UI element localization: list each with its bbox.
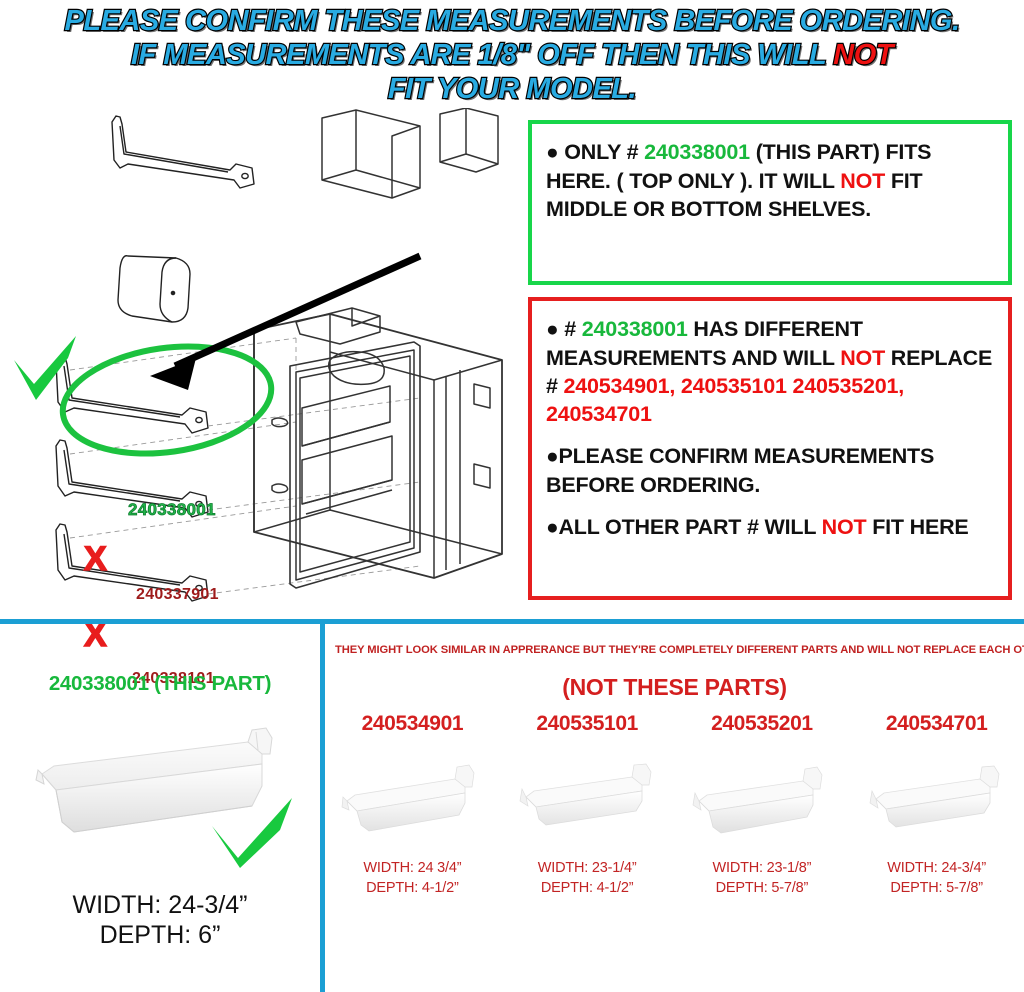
part-number-2: 240535101 bbox=[536, 712, 638, 735]
part-width-4: WIDTH: 24-3/4” bbox=[887, 860, 986, 876]
red-green-part-number: 240338001 bbox=[581, 317, 688, 341]
red-incompatible-parts: 240534901, 240535101 240535201, 24053470… bbox=[546, 374, 905, 426]
this-part-title: 240338001 (THIS PART) bbox=[48, 672, 272, 695]
green-check-icon bbox=[14, 336, 76, 400]
red-confirm-text: PLEASE CONFIRM MEASUREMENTS BEFORE ORDER… bbox=[546, 444, 935, 497]
part-dims-4: WIDTH: 24-3/4” DEPTH: 5-7/8” bbox=[849, 858, 1024, 898]
part-label-no-2: 240338101 bbox=[132, 670, 215, 687]
part-number-1: 240534901 bbox=[361, 712, 464, 735]
red-text-3: ALL OTHER PART # WILL bbox=[558, 515, 822, 539]
part-depth-4: DEPTH: 5-7/8” bbox=[890, 880, 983, 896]
part-column-3: 240535201 WIDTH: 23-1/8” DEPTH: 5-7/8” bbox=[675, 712, 850, 898]
part-width-1: WIDTH: 24 3/4” bbox=[363, 860, 462, 876]
red-hash: # bbox=[558, 317, 582, 341]
part-photo-4 bbox=[849, 736, 1024, 858]
this-part-dimensions: WIDTH: 24-3/4” DEPTH: 6” bbox=[0, 890, 320, 950]
part-width-2: WIDTH: 23-1/4” bbox=[537, 860, 637, 876]
green-text-2: (THIS PART) FITS HERE. ( TOP ONLY ). IT … bbox=[546, 140, 932, 193]
red-not-emphasis-1: NOT bbox=[840, 346, 886, 370]
pointer-arrow bbox=[150, 252, 422, 390]
red-callout-box: ● # 240338001 HAS DIFFERENT MEASUREMENTS… bbox=[528, 297, 1012, 600]
horizontal-divider bbox=[0, 619, 1024, 624]
green-text-1: ONLY # bbox=[558, 140, 645, 164]
red-text-2: REPLACE # bbox=[546, 346, 993, 398]
bullet-icon: ● bbox=[546, 318, 559, 341]
bullet-icon: ● bbox=[546, 141, 559, 164]
part-column-4: 240534701 WIDTH: 24-3/4” DEPTH: 5-7/8” bbox=[849, 712, 1024, 898]
part-depth-2: DEPTH: 4-1/2” bbox=[540, 880, 634, 896]
not-these-parts-title: (NOT THESE PARTS) bbox=[562, 674, 787, 700]
part-number-4: 240534701 bbox=[885, 712, 988, 735]
this-part-photo bbox=[35, 727, 273, 833]
red-bullet-1: ● # 240338001 HAS DIFFERENT MEASUREMENTS… bbox=[546, 315, 998, 428]
red-text-1: HAS DIFFERENT MEASUREMENTS AND WILL bbox=[546, 317, 863, 370]
warning-header: PLEASE CONFIRM THESE MEASUREMENTS BEFORE… bbox=[0, 0, 1024, 112]
green-not-emphasis: NOT bbox=[840, 169, 886, 193]
part-dims-2: WIDTH: 23-1/4” DEPTH: 4-1/2” bbox=[500, 858, 675, 898]
part-depth-3: DEPTH: 5-7/8” bbox=[715, 880, 809, 896]
x-mark-icon-1: X bbox=[83, 539, 107, 579]
part-column-1: 240534901 WIDTH: 24 3/4” DEPTH: 4-1/2” bbox=[325, 712, 500, 898]
green-highlight-ellipse bbox=[59, 343, 275, 457]
part-dims-3: WIDTH: 23-1/8” DEPTH: 5-7/8” bbox=[675, 858, 850, 898]
green-part-number: 240338001 bbox=[644, 140, 750, 164]
part-photo-2 bbox=[500, 736, 675, 858]
green-check-icon bbox=[212, 798, 292, 868]
similar-appearance-note: THEY MIGHT LOOK SIMILAR IN APPRERANCE BU… bbox=[335, 644, 1024, 656]
vertical-divider bbox=[320, 619, 325, 992]
red-not-emphasis-2: NOT bbox=[821, 515, 867, 539]
part-column-2: 240535101 WIDTH: 23-1/4” DEPTH: 4-1/2” bbox=[500, 712, 675, 898]
diagram-svg bbox=[14, 108, 503, 602]
part-depth-1: DEPTH: 4-1/2” bbox=[366, 880, 459, 896]
bullet-icon: ● bbox=[546, 445, 559, 468]
this-part-width: WIDTH: 24-3/4” bbox=[72, 891, 248, 919]
incompatible-parts-row: 240534901 WIDTH: 24 3/4” DEPTH: 4-1/2” 2… bbox=[325, 712, 1024, 898]
header-line-1: PLEASE CONFIRM THESE MEASUREMENTS BEFORE… bbox=[63, 4, 961, 37]
header-not-emphasis: NOT bbox=[832, 38, 895, 71]
part-photo-1 bbox=[325, 736, 500, 858]
header-line-2-text: IF MEASUREMENTS ARE 1/8" OFF THEN THIS W… bbox=[130, 38, 834, 71]
bullet-icon: ● bbox=[546, 516, 559, 539]
not-these-parts-panel: THEY MIGHT LOOK SIMILAR IN APPRERANCE BU… bbox=[325, 624, 1024, 992]
red-text-4: FIT HERE bbox=[866, 515, 969, 539]
refrigerator-door-diagram: 240338001 240337901 240338101 X X bbox=[0, 108, 524, 687]
part-dims-1: WIDTH: 24 3/4” DEPTH: 4-1/2” bbox=[325, 858, 500, 898]
part-photo-3 bbox=[675, 736, 850, 858]
part-label-no-1: 240337901 bbox=[136, 586, 219, 603]
part-number-3: 240535201 bbox=[711, 712, 813, 735]
red-bullet-3: ●ALL OTHER PART # WILL NOT FIT HERE bbox=[546, 513, 998, 542]
red-bullet-2: ●PLEASE CONFIRM MEASUREMENTS BEFORE ORDE… bbox=[546, 442, 998, 499]
green-text-3: FIT MIDDLE OR BOTTOM SHELVES. bbox=[546, 169, 923, 221]
part-label-fits: 240338001 bbox=[128, 500, 216, 520]
header-line-2: IF MEASUREMENTS ARE 1/8" OFF THEN THIS W… bbox=[0, 38, 1024, 71]
green-callout-text: ● ONLY # 240338001 (THIS PART) FITS HERE… bbox=[546, 138, 998, 223]
green-callout-box: ● ONLY # 240338001 (THIS PART) FITS HERE… bbox=[528, 120, 1012, 285]
this-part-depth: DEPTH: 6” bbox=[99, 921, 221, 949]
part-width-3: WIDTH: 23-1/8” bbox=[712, 860, 812, 876]
header-line-3: FIT YOUR MODEL. bbox=[387, 72, 638, 105]
this-part-panel: 240338001 (THIS PART) WIDTH: 24-3/4” DEP… bbox=[0, 624, 320, 992]
